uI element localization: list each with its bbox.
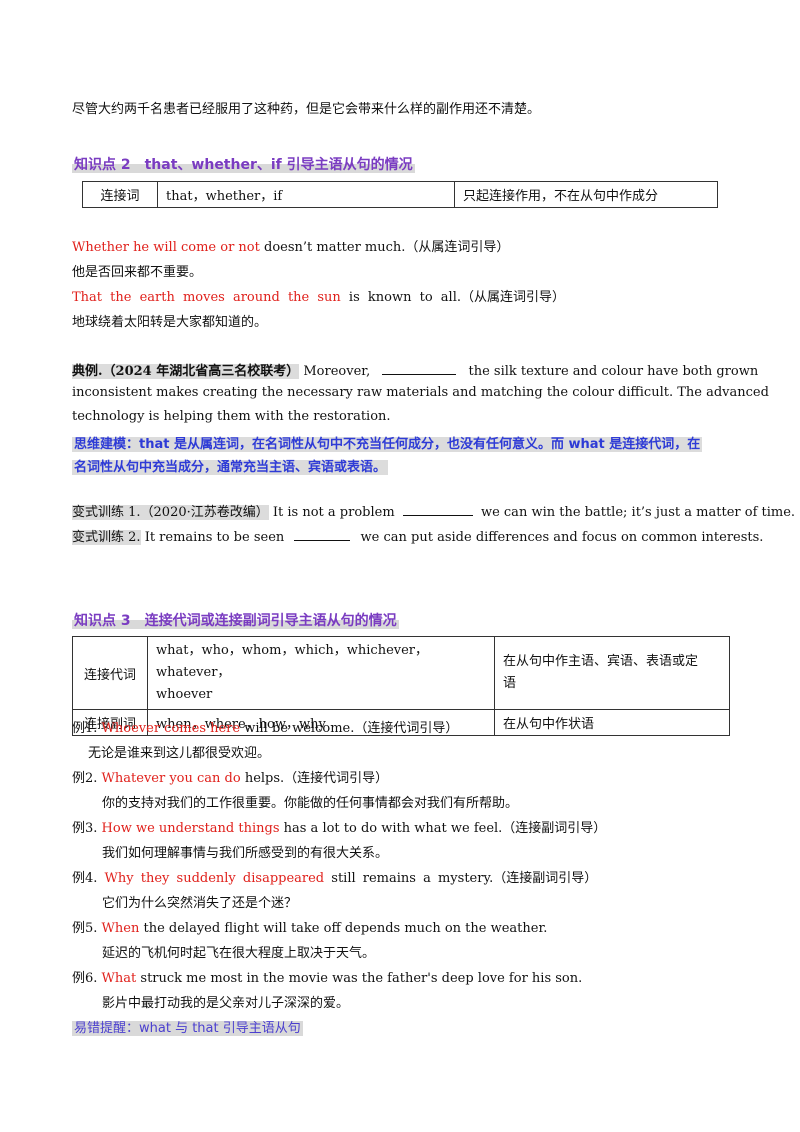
answer-blank[interactable] [382,362,457,375]
example-clause: How we understand things [101,821,280,836]
thinking-model-line-2: 名词性从句中充当成分，通常充当主语、宾语或表语。 [72,460,389,475]
example-rest: still remains a mystery.（连接副词引导） [324,871,598,886]
example-translation: 它们为什么突然消失了还是个迷？ [102,896,298,911]
example-clause: What [101,971,137,986]
connector-table-2: 连接代词 what，who，whom，which，whichever，whate… [72,636,730,736]
example-rest: helps.（连接代词引导） [240,771,389,786]
table-cell-note-line: 语 [503,676,517,691]
answer-blank[interactable] [402,503,473,516]
drill-label: 变式训练 2. [72,530,141,545]
table-cell-words: when，where，how，why [147,709,495,736]
common-mistake-tip: 易错提醒：what 与 that 引导主语从句 [72,1021,303,1036]
example-sentence: Whether he will come or not doesn’t matt… [72,236,509,255]
table-cell-label: 连接副词 [72,709,148,736]
example-translation: 我们如何理解事情与我们所感受到的有很大关系。 [102,846,389,861]
drill-label: 变式训练 1.（2020·江苏卷改编） [72,505,269,520]
table-cell-label: 连接词 [82,181,158,208]
example-clause: Whoever comes here [101,721,241,736]
typical-example-label: 典例.（2024 年湖北省高三名校联考） [72,364,300,379]
example-sentence: That the earth moves around the sun is k… [72,286,565,305]
example-sentence: 例6. What struck me most in the movie was… [72,967,582,986]
typical-example-line-1: 典例.（2024 年湖北省高三名校联考） Moreover, the silk … [72,360,758,379]
table-cell-words-line: whoever [156,687,213,702]
example-translation: 无论是谁来到这儿都很受欢迎。 [88,746,271,761]
example-number: 例6. [72,971,98,986]
example-translation: 你的支持对我们的工作很重要。你能做的任何事情都会对我们有所帮助。 [102,796,519,811]
example-sentence: 例1. Whoever comes here will be welcome.（… [72,717,458,736]
example-rest: will be welcome.（连接代词引导） [240,721,459,736]
table-cell-note: 在从句中作状语 [494,709,730,736]
example-rest: has a lot to do with what we feel.（连接副词引… [279,821,607,836]
typical-text: Moreover, [303,364,371,379]
drill-text: we can put aside differences and focus o… [360,530,764,545]
example-clause: Whether he will come or not [72,240,260,255]
table-cell-note-line: 在从句中作主语、宾语、表语或定 [503,654,699,669]
drill-text: It remains to be seen [144,530,285,545]
example-number: 例2. [72,771,98,786]
example-clause: That the earth moves around the sun [72,290,341,305]
example-rest: struck me most in the movie was the fath… [136,971,583,986]
drill-text: It is not a problem [272,505,395,520]
table-cell-note: 只起连接作用，不在从句中作成分 [454,181,718,208]
thinking-model-line-1: 思维建模：that 是从属连词，在名词性从句中不充当任何成分，也没有任何意义。而… [72,437,703,452]
table-cell-words: what，who，whom，which，whichever，whatever， … [147,636,495,710]
typical-example-line-2: inconsistent makes creating the necessar… [72,385,769,400]
example-rest: is known to all.（从属连词引导） [340,290,565,305]
example-number: 例1. [72,721,98,736]
example-clause: Why they suddenly disappeared [104,871,325,886]
example-number: 例3. [72,821,98,836]
table-cell-note: 在从句中作主语、宾语、表语或定 语 [494,636,730,710]
example-sentence: 例5. When the delayed flight will take of… [72,917,547,936]
example-translation: 他是否回来都不重要。 [72,265,203,280]
example-clause: When [101,921,140,936]
intro-line: 尽管大约两千名患者已经服用了这种药，但是它会带来什么样的副作用还不清楚。 [72,102,541,117]
section-2-heading: 知识点 2 that、whether、if 引导主语从句的情况 [72,157,415,173]
example-sentence: 例3. How we understand things has a lot t… [72,817,606,836]
typical-text: the silk texture and colour have both gr… [468,364,759,379]
example-translation: 延迟的飞机何时起飞在很大程度上取决于天气。 [102,946,376,961]
section-3-heading: 知识点 3 连接代词或连接副词引导主语从句的情况 [72,613,399,629]
example-rest: doesn’t matter much.（从属连词引导） [259,240,510,255]
drill-2: 变式训练 2. It remains to be seen we can put… [72,526,763,545]
example-translation: 影片中最打动我的是父亲对儿子深深的爱。 [102,996,350,1011]
example-sentence: 例2. Whatever you can do helps.（连接代词引导） [72,767,388,786]
connector-table-1: 连接词 that，whether，if 只起连接作用，不在从句中作成分 [82,181,718,208]
example-number: 例4. [72,871,98,886]
drill-1: 变式训练 1.（2020·江苏卷改编） It is not a problem … [72,501,795,520]
example-clause: Whatever you can do [101,771,241,786]
answer-blank[interactable] [294,528,351,541]
example-translation: 地球绕着太阳转是大家都知道的。 [72,315,268,330]
example-number: 例5. [72,921,98,936]
typical-example-line-3: technology is helping them with the rest… [72,409,391,424]
table-cell-words: that，whether，if [157,181,455,208]
example-sentence: 例4. Why they suddenly disappeared still … [72,867,597,886]
table-cell-words-line: what，who，whom，which，whichever，whatever， [156,643,429,680]
table-cell-label: 连接代词 [72,636,148,710]
drill-text: we can win the battle; it’s just a matte… [480,505,796,520]
example-rest: the delayed flight will take off depends… [139,921,548,936]
